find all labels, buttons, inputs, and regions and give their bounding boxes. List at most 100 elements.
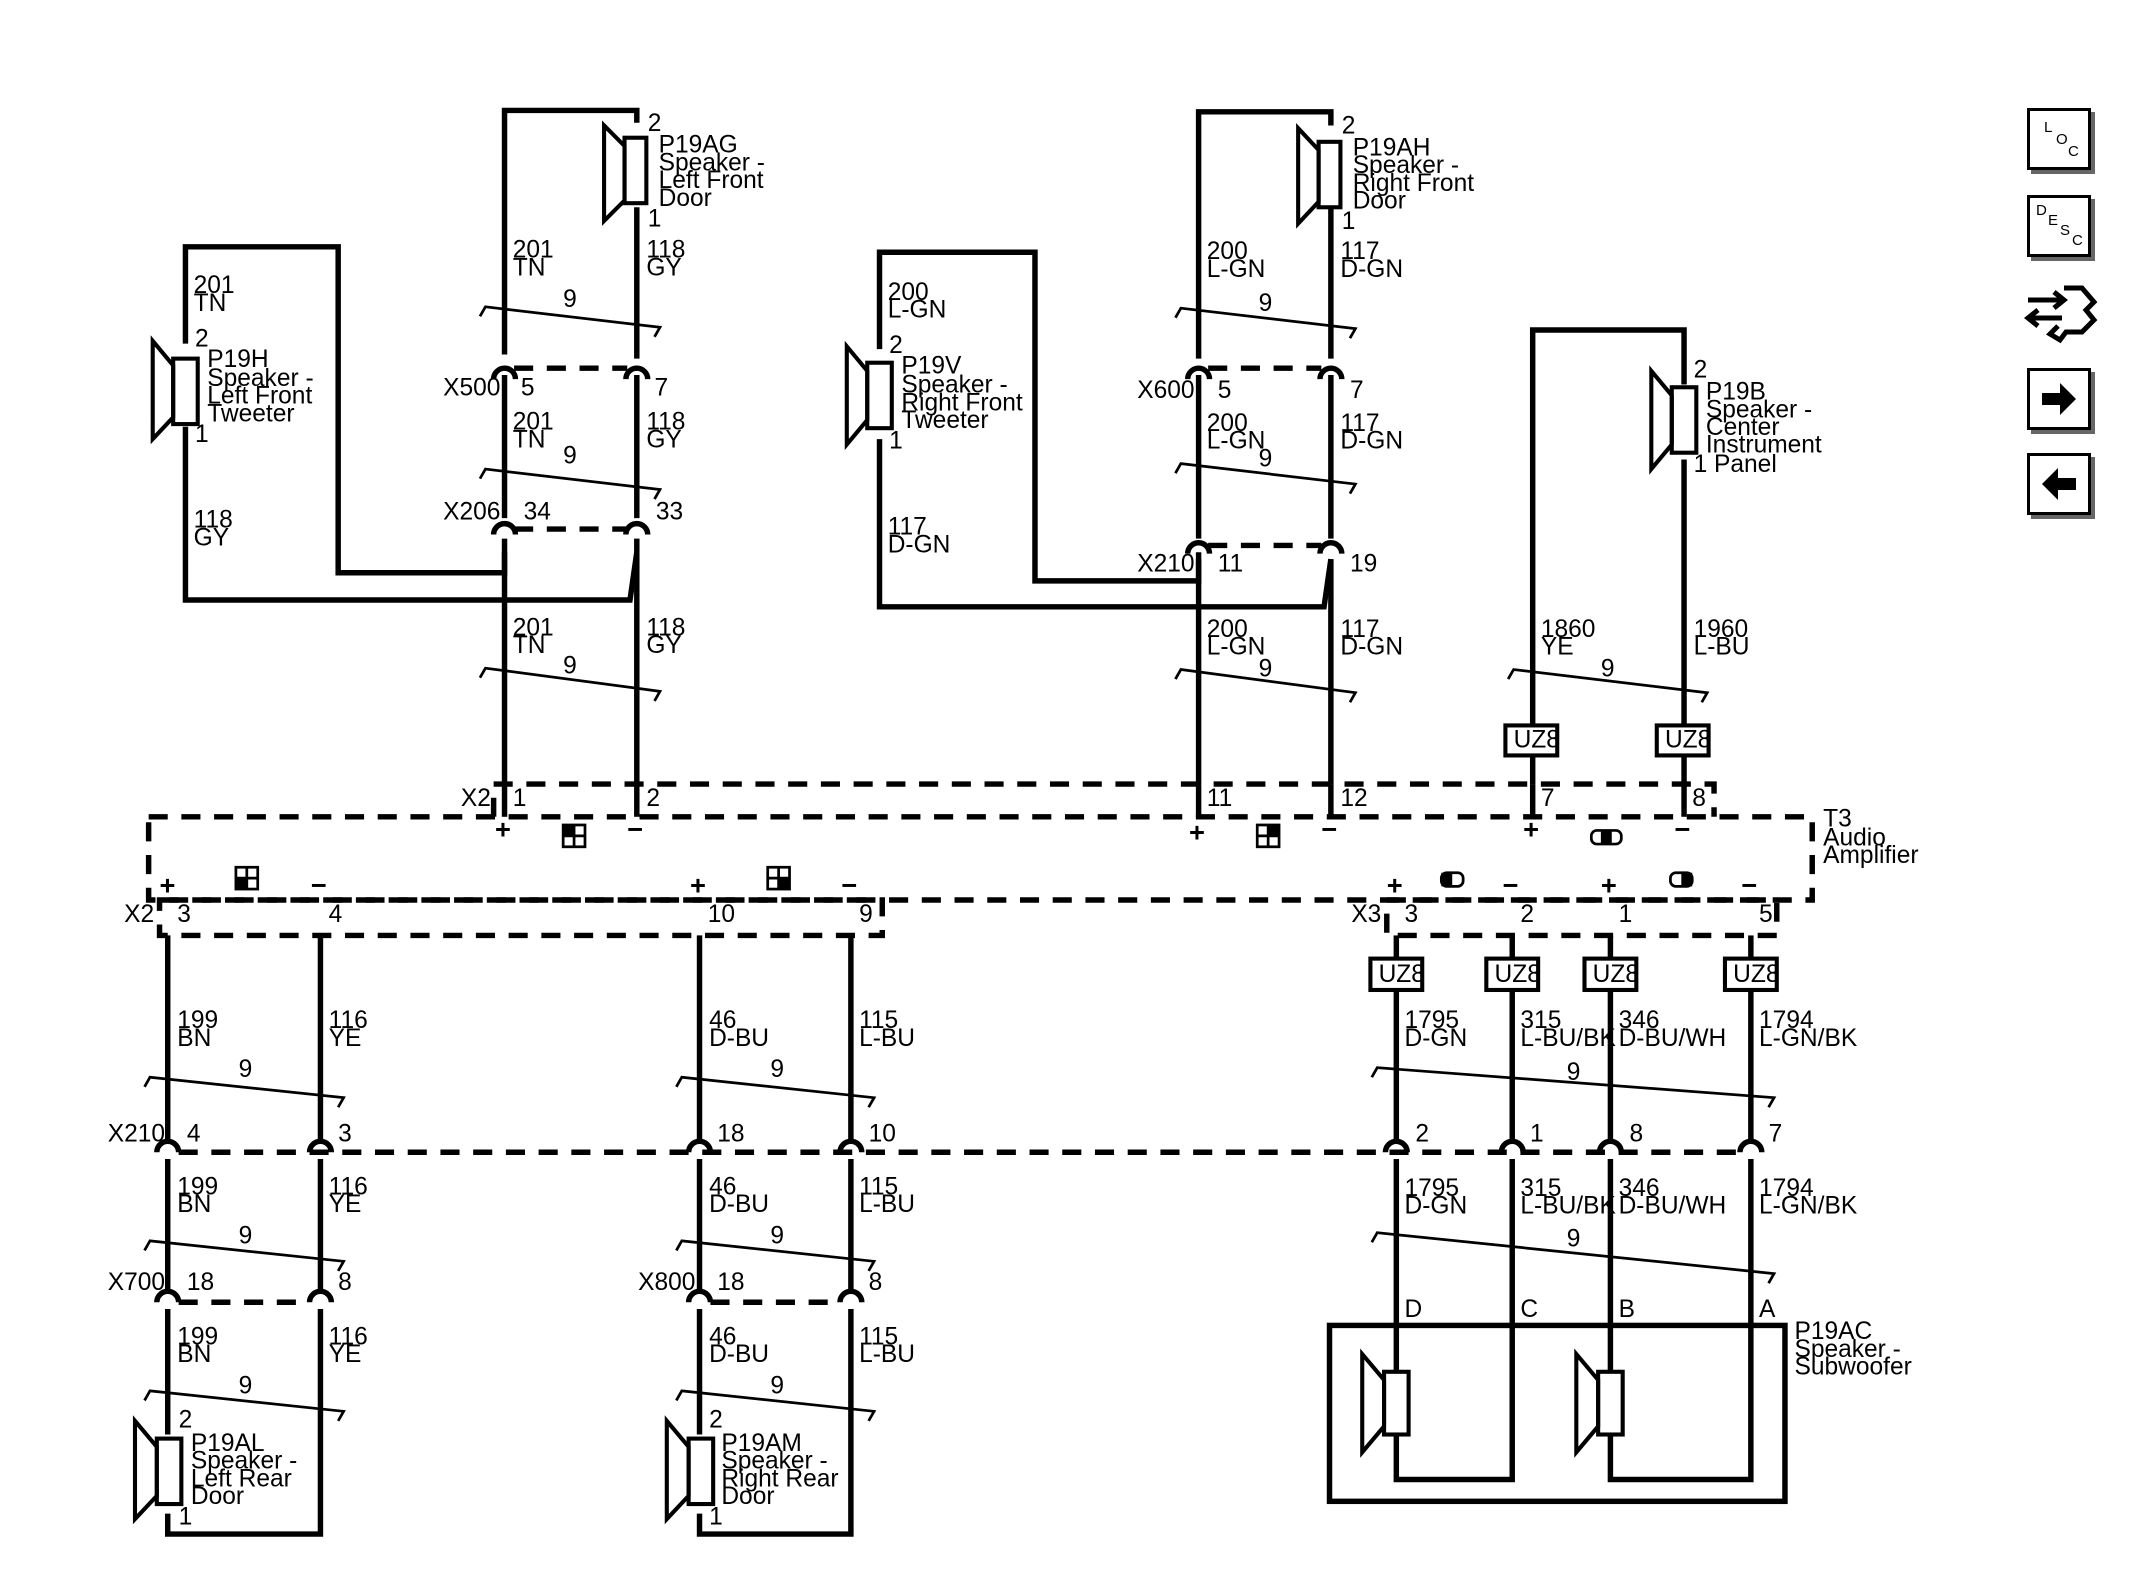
t3-desc-1: Audio bbox=[1823, 824, 1886, 851]
p19v-pin1: 1 bbox=[889, 428, 903, 455]
t3-desc-2: Amplifier bbox=[1823, 842, 1918, 869]
channel-quad-icon bbox=[234, 865, 260, 891]
polarity-plus: + bbox=[160, 870, 176, 901]
wire-label: D-GN bbox=[1340, 428, 1403, 455]
previous-button[interactable] bbox=[2027, 453, 2091, 515]
description-button[interactable]: D E S C bbox=[2027, 195, 2091, 257]
wire-label: L-BU bbox=[859, 1025, 915, 1052]
wire-label: 115 bbox=[859, 1007, 898, 1034]
location-button[interactable]: L O C bbox=[2027, 108, 2091, 170]
uz8-label: UZ8 bbox=[1514, 726, 1560, 753]
speaker-p19b-icon bbox=[1649, 365, 1699, 475]
p19b-desc-3: Instrument bbox=[1706, 432, 1822, 459]
amplifier-t3: X2 1 2 11 12 7 8 + − + − + − + − + − + −… bbox=[124, 781, 1919, 939]
channel-center-icon bbox=[1589, 829, 1623, 846]
next-button[interactable] bbox=[2027, 368, 2091, 430]
p19ac-desc-2: Subwoofer bbox=[1794, 1354, 1911, 1381]
wire-label: YE bbox=[329, 1025, 362, 1052]
pin: 34 bbox=[524, 499, 551, 526]
connector-x2: X2 bbox=[461, 785, 491, 812]
wire-label: 200 bbox=[1207, 410, 1248, 437]
p19ag-pin2: 2 bbox=[648, 110, 662, 137]
p19al-label: P19AL bbox=[191, 1430, 265, 1457]
pin: 19 bbox=[1350, 550, 1377, 577]
wire-label: 116 bbox=[329, 1007, 368, 1034]
uz8-badge bbox=[1484, 956, 1541, 993]
channel-quad-icon bbox=[766, 865, 791, 891]
pin: 7 bbox=[1350, 377, 1364, 404]
wire-label: L-BU/BK bbox=[1520, 1193, 1616, 1220]
uz8-label: UZ8 bbox=[1495, 961, 1541, 988]
p19b-label: P19B bbox=[1706, 379, 1766, 406]
wire-label: 1795 bbox=[1405, 1007, 1460, 1034]
twist-count: 9 bbox=[770, 1223, 784, 1250]
wire-label: 46 bbox=[709, 1007, 736, 1034]
uz8-badge bbox=[1368, 956, 1425, 993]
wire-label: D-GN bbox=[1340, 256, 1403, 283]
wire-label: 117 bbox=[1340, 410, 1379, 437]
p19ac-desc-1: Speaker - bbox=[1794, 1336, 1900, 1363]
wire-label: D-BU/WH bbox=[1619, 1025, 1727, 1052]
pin: 11 bbox=[1207, 785, 1232, 812]
wire-label: L-GN/BK bbox=[1759, 1193, 1858, 1220]
wire-label: L-BU bbox=[1694, 634, 1750, 661]
wire-label: 1794 bbox=[1759, 1175, 1814, 1202]
subwoofer-group: UZ8 UZ8 UZ8 UZ8 1795 D-GN 315 L-BU/BK 34… bbox=[1326, 935, 1912, 1505]
wire-label: 346 bbox=[1619, 1007, 1660, 1034]
wire-label: 201 bbox=[194, 272, 235, 299]
wire-label: 118 bbox=[646, 409, 685, 436]
twist-count: 9 bbox=[770, 1373, 784, 1400]
twist-count: 9 bbox=[563, 653, 577, 680]
connector-tool-icon[interactable] bbox=[2022, 280, 2102, 346]
twist-count: 9 bbox=[770, 1056, 784, 1083]
wire-label: 315 bbox=[1520, 1007, 1561, 1034]
wire-label: BN bbox=[177, 1191, 211, 1218]
wire-label: 200 bbox=[1207, 238, 1248, 265]
p19v-desc-2: Right Front bbox=[901, 389, 1023, 416]
p19am-desc-3: Door bbox=[721, 1483, 774, 1510]
pin: 9 bbox=[859, 901, 873, 928]
polarity-plus: + bbox=[690, 870, 706, 901]
connector-x700: X700 bbox=[108, 1269, 165, 1296]
p19al-desc-1: Speaker - bbox=[191, 1448, 297, 1475]
polarity-minus: − bbox=[1741, 870, 1757, 901]
p19ah-desc-2: Right Front bbox=[1353, 170, 1475, 197]
pin: B bbox=[1619, 1296, 1635, 1323]
speaker-subwoofer-1-icon bbox=[1360, 1348, 1411, 1458]
wire-label: GY bbox=[194, 524, 229, 551]
pin: 1 bbox=[513, 785, 527, 812]
p19h-desc-1: Speaker - bbox=[207, 365, 313, 392]
p19v-label: P19V bbox=[901, 353, 962, 380]
p19b-desc-4: 1 Panel bbox=[1694, 451, 1777, 478]
wire-label: 199 bbox=[177, 1174, 218, 1201]
p19ah-desc-3: Door bbox=[1353, 188, 1406, 215]
pin: 10 bbox=[708, 901, 735, 928]
wire-label: 1794 bbox=[1759, 1007, 1814, 1034]
wire-label: D-GN bbox=[1405, 1025, 1468, 1052]
channel-quad-icon bbox=[1255, 823, 1281, 849]
pin: 4 bbox=[329, 901, 343, 928]
p19v-pin2: 2 bbox=[889, 332, 903, 359]
desc-letter: C bbox=[2072, 232, 2083, 249]
uz8-badge bbox=[1503, 723, 1560, 758]
p19am-label: P19AM bbox=[721, 1430, 801, 1457]
uz8-badge bbox=[1654, 723, 1711, 758]
p19ah-label: P19AH bbox=[1353, 134, 1431, 161]
wire-label: 116 bbox=[329, 1174, 368, 1201]
pin: 5 bbox=[521, 374, 535, 401]
wire-label: 199 bbox=[177, 1324, 218, 1351]
wire-label: D-GN bbox=[1405, 1193, 1468, 1220]
p19al-desc-3: Door bbox=[191, 1483, 244, 1510]
p19am-desc-1: Speaker - bbox=[721, 1448, 827, 1475]
wire-label: 115 bbox=[859, 1174, 898, 1201]
wire-label: L-BU/BK bbox=[1520, 1025, 1616, 1052]
p19v-desc-1: Speaker - bbox=[901, 372, 1007, 399]
p19ah-pin2: 2 bbox=[1342, 113, 1356, 140]
wire-label: 201 bbox=[513, 614, 554, 641]
pin: 8 bbox=[1630, 1120, 1644, 1147]
p19ag-desc-2: Left Front bbox=[659, 167, 764, 194]
p19ag-label: P19AG bbox=[659, 132, 738, 159]
pin: 2 bbox=[1520, 901, 1534, 928]
wire-label: D-GN bbox=[888, 531, 951, 558]
twist-count: 9 bbox=[563, 443, 577, 470]
